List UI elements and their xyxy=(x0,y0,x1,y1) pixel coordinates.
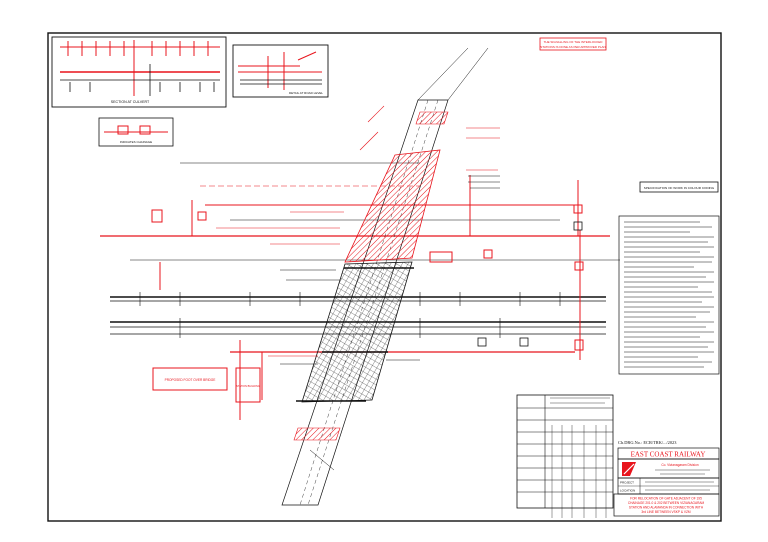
title-line-2: CHAINAGE 201.0 & 202 BETWEEN VIZIANAGARA… xyxy=(628,501,705,505)
division-subtitle: Co. Vizianagaram Division xyxy=(661,463,699,467)
road-detail-caption: DETAIL AT ROAD LEVEL xyxy=(289,91,323,95)
colour-code-legend: SPECIFICATION OF WORK IN COLOUR CODING xyxy=(639,181,719,193)
equipment-boxes xyxy=(477,221,583,347)
sheet-border xyxy=(47,32,722,522)
red-strip-upper xyxy=(415,111,449,125)
location-label: LOCATION xyxy=(620,489,635,493)
title-block: Ch.DRG.No.: ECR/TRK/.../2023 EAST COAST … xyxy=(613,440,720,517)
key-plan-box: INDICATES CHAINAGE xyxy=(98,117,174,147)
organization-name: EAST COAST RAILWAY xyxy=(631,451,706,459)
signalling-note: THE SIGNALLING OF THE INTERLOCKED STATIO… xyxy=(539,37,607,51)
existing-paved-zone xyxy=(301,261,413,403)
revision-table xyxy=(516,394,614,518)
key-plan-caption: INDICATES CHAINAGE xyxy=(120,140,152,144)
station-building-label: STATION BUILDING xyxy=(236,384,260,388)
proposed-widening-zone xyxy=(344,149,441,263)
title-line-1: FOR RELOCATION OF GATE ADJACENT OF 195 xyxy=(630,497,702,501)
legend-heading: SPECIFICATION OF WORK IN COLOUR CODING xyxy=(644,186,715,190)
drawing-number: Ch.DRG.No.: ECR/TRK/.../2023 xyxy=(618,440,677,445)
level-crossing-bars xyxy=(296,267,414,402)
road-detail-inset: DETAIL AT ROAD LEVEL xyxy=(232,44,329,98)
signalling-note-line1: THE SIGNALLING OF THE INTERLOCKED xyxy=(544,40,604,44)
project-label: PROJECT xyxy=(620,481,634,485)
culvert-inset-caption: SECTION AT CULVERT xyxy=(111,100,150,104)
chainage-ticks xyxy=(139,292,561,338)
proposed-tracks xyxy=(100,185,610,353)
general-notes xyxy=(618,215,720,375)
culvert-inset: SECTION AT CULVERT xyxy=(51,36,227,108)
title-line-4: 3rd LINE BETWEEN VSKP & VZM xyxy=(641,510,691,514)
title-line-3: STATION AND ALAMANDA IN CONNECTION WITH xyxy=(629,506,704,510)
red-strip-lower xyxy=(293,427,341,441)
signalling-note-line2: STATIONS IS DONE AS PER APPROVED PLAN xyxy=(540,45,605,49)
annotation-leaders xyxy=(216,105,500,357)
proposed-building-label: PROPOSED FOOT OVER BRIDGE xyxy=(165,378,216,382)
proposed-buildings: PROPOSED FOOT OVER BRIDGE STATION BUILDI… xyxy=(152,367,261,403)
railway-logo xyxy=(622,462,636,476)
annotation-leaders-black xyxy=(280,175,500,471)
signal-posts xyxy=(151,175,584,420)
